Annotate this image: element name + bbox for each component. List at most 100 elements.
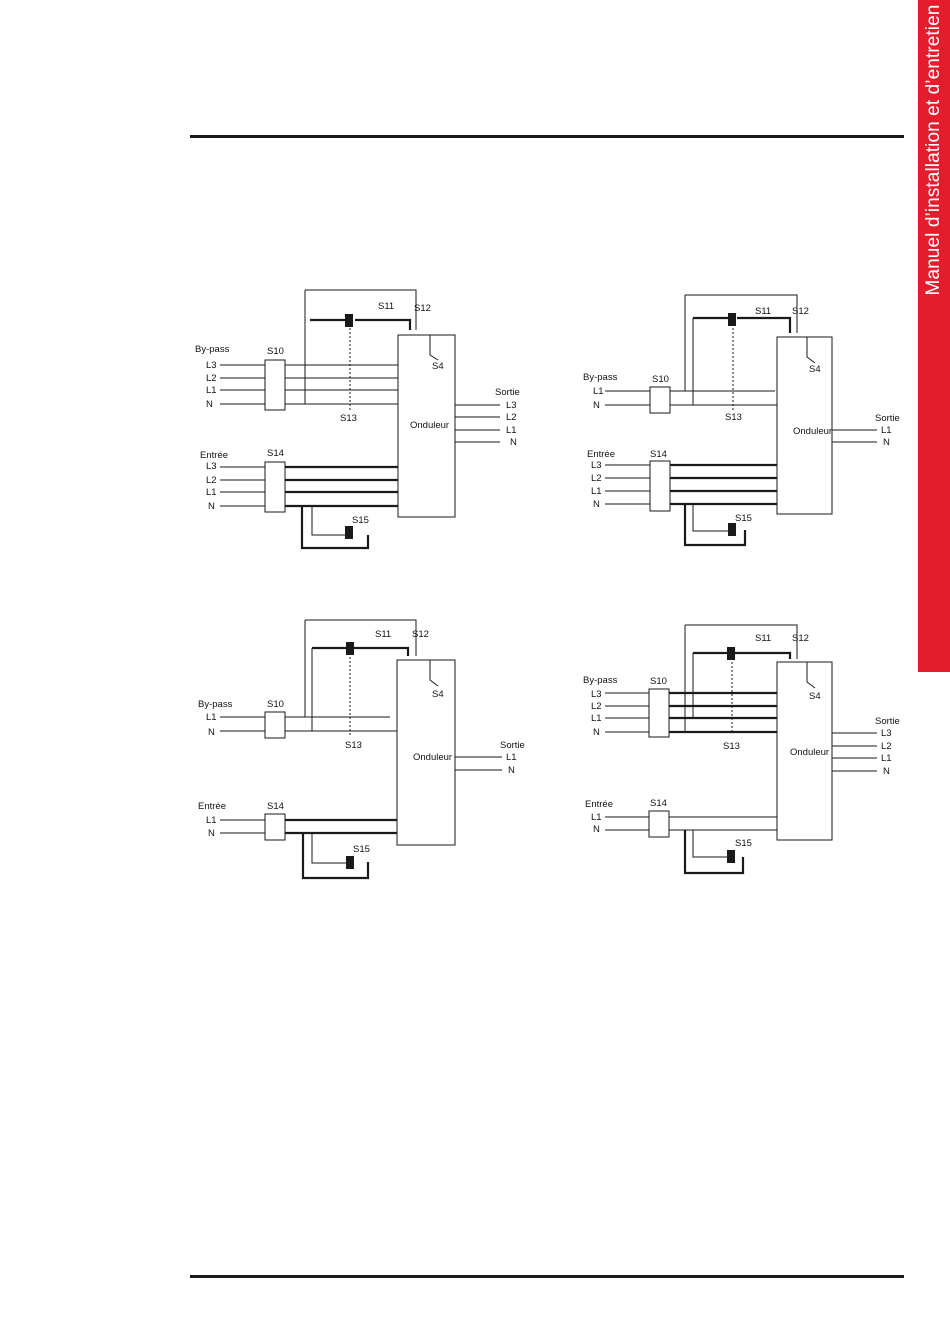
inverter-box xyxy=(776,661,833,841)
output-line-4: N xyxy=(510,437,517,448)
bypass-label: By-pass xyxy=(195,344,230,355)
bypass-label: By-pass xyxy=(583,372,618,383)
wiring-diagram-3: By-pass S10 L1 N S13 Onduleur S11 S12 S4… xyxy=(198,619,525,880)
bypass-line-2: L2 xyxy=(591,701,602,712)
relay-coil-2 xyxy=(728,523,736,536)
s10-label: S10 xyxy=(650,676,667,687)
s15-label: S15 xyxy=(735,513,752,524)
input-line-1: L1 xyxy=(206,815,217,826)
s15-label: S15 xyxy=(353,844,370,855)
output-line-1: L1 xyxy=(881,425,892,436)
output-line-3: L1 xyxy=(506,425,517,436)
input-line-2: N xyxy=(593,824,600,835)
s11-label: S11 xyxy=(378,301,394,312)
relay-coil xyxy=(346,642,354,655)
output-line-3: L1 xyxy=(881,753,892,764)
s10-label: S10 xyxy=(267,699,284,710)
s14-label: S14 xyxy=(267,801,284,812)
output-label: Sortie xyxy=(495,387,520,398)
input-line-1: L1 xyxy=(591,812,602,823)
s10-breaker xyxy=(264,359,286,411)
s14-breaker xyxy=(264,461,286,513)
s14-breaker xyxy=(648,810,670,838)
bypass-line-2: L2 xyxy=(206,373,217,384)
s13-label: S13 xyxy=(345,740,362,751)
bypass-line-4: N xyxy=(206,399,213,410)
s10-breaker xyxy=(264,711,286,739)
input-label: Entrée xyxy=(585,799,613,810)
s13-label: S13 xyxy=(725,412,742,423)
s13-label: S13 xyxy=(340,413,357,424)
s11-label: S11 xyxy=(755,633,771,644)
bypass-line-1: L3 xyxy=(206,360,217,371)
input-line-3: L1 xyxy=(206,487,217,498)
bypass-line-4: N xyxy=(593,727,600,738)
output-line-2: L2 xyxy=(506,412,517,423)
bypass-line-1: L3 xyxy=(591,689,602,700)
output-line-1: L1 xyxy=(506,752,517,763)
wiring-diagram-4: By-pass S10 L3 L2 L1 N S13 Onduleur S11 … xyxy=(583,624,900,875)
output-line-2: L2 xyxy=(881,741,892,752)
bypass-label: By-pass xyxy=(198,699,233,710)
s14-label: S14 xyxy=(267,448,284,459)
s4-label: S4 xyxy=(432,361,444,372)
output-line-1: L3 xyxy=(881,728,892,739)
bypass-line-3: L1 xyxy=(206,385,217,396)
s15-label: S15 xyxy=(735,838,752,849)
output-line-4: N xyxy=(883,766,890,777)
s10-label: S10 xyxy=(267,346,284,357)
s10-label: S10 xyxy=(652,374,669,385)
relay-coil xyxy=(345,314,353,327)
relay-coil-2 xyxy=(345,526,353,539)
s14-breaker xyxy=(649,460,671,512)
output-line-2: N xyxy=(508,765,515,776)
output-label: Sortie xyxy=(875,716,900,727)
input-line-2: N xyxy=(208,828,215,839)
input-line-2: L2 xyxy=(206,475,217,486)
inverter-label: Onduleur xyxy=(793,426,832,437)
relay-coil-2 xyxy=(346,856,354,869)
bypass-line-1: L1 xyxy=(206,712,217,723)
input-line-2: L2 xyxy=(591,473,602,484)
input-label: Entrée xyxy=(587,449,615,460)
input-line-1: L3 xyxy=(591,460,602,471)
s12-label: S12 xyxy=(414,303,431,314)
header-rule xyxy=(190,135,904,138)
wiring-diagram-2: By-pass S10 L1 N S13 Onduleur S11 S12 S4… xyxy=(583,294,900,547)
relay-coil xyxy=(728,313,736,326)
s12-label: S12 xyxy=(792,633,809,644)
relay-coil xyxy=(727,647,735,660)
s15-label: S15 xyxy=(352,515,369,526)
inverter-box xyxy=(396,659,456,846)
side-tab: Manuel d’installation et d’entretien xyxy=(918,0,950,672)
inverter-label: Onduleur xyxy=(413,752,452,763)
input-line-4: N xyxy=(593,499,600,510)
bypass-line-3: L1 xyxy=(591,713,602,724)
input-line-4: N xyxy=(208,501,215,512)
output-line-1: L3 xyxy=(506,400,517,411)
s11-label: S11 xyxy=(755,306,771,317)
s4-label: S4 xyxy=(809,364,821,375)
inverter-box xyxy=(776,336,833,515)
s11-label: S11 xyxy=(375,629,391,640)
s4-label: S4 xyxy=(809,691,821,702)
footer-rule xyxy=(190,1275,904,1278)
side-title: Manuel d’installation et d’entretien xyxy=(923,4,944,296)
output-label: Sortie xyxy=(875,413,900,424)
s14-breaker xyxy=(264,813,286,841)
bypass-line-2: N xyxy=(208,727,215,738)
inverter-box xyxy=(397,334,456,518)
input-line-1: L3 xyxy=(206,461,217,472)
s12-label: S12 xyxy=(792,306,809,317)
input-line-3: L1 xyxy=(591,486,602,497)
s4-label: S4 xyxy=(432,689,444,700)
wiring-diagram-1: By-pass S10 L3 L2 L1 N S13 Onduleur S11 … xyxy=(195,289,520,550)
bypass-line-2: N xyxy=(593,400,600,411)
bypass-label: By-pass xyxy=(583,675,618,686)
inverter-label: Onduleur xyxy=(790,747,829,758)
relay-coil-2 xyxy=(727,850,735,863)
output-label: Sortie xyxy=(500,740,525,751)
s10-breaker xyxy=(648,688,670,738)
inverter-label: Onduleur xyxy=(410,420,449,431)
s14-label: S14 xyxy=(650,798,667,809)
